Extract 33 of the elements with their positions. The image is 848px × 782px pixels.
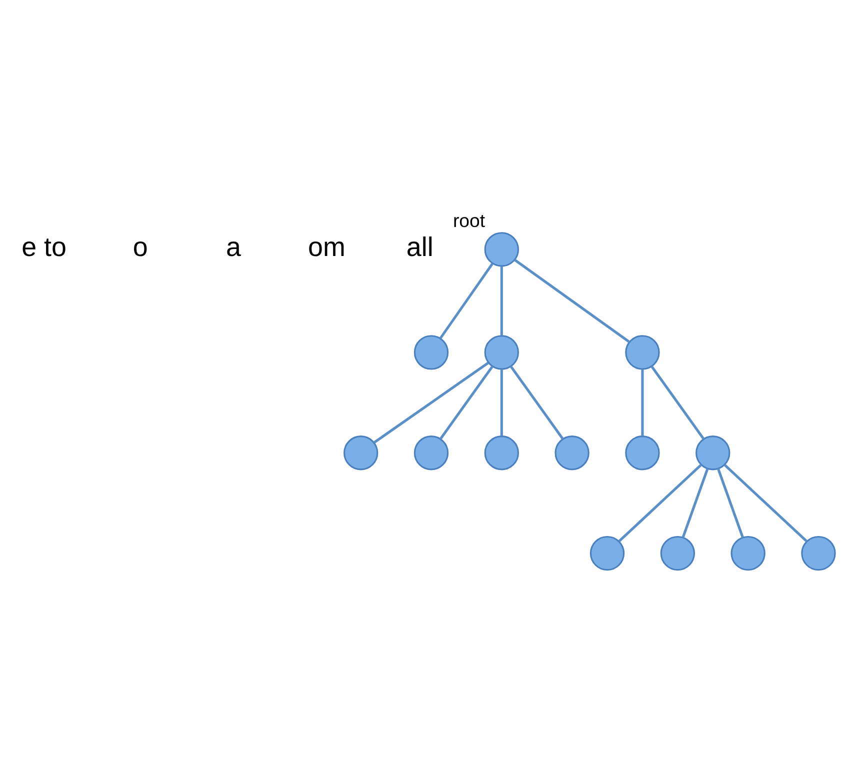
node-label: root <box>452 210 486 232</box>
node-circle <box>414 335 449 370</box>
connector <box>650 366 705 440</box>
connector <box>500 266 503 336</box>
connector <box>439 262 494 339</box>
connector <box>641 369 644 436</box>
connector <box>514 258 630 344</box>
connector <box>439 366 494 440</box>
node-circle <box>625 436 660 470</box>
label: a <box>226 232 241 262</box>
connector <box>717 468 744 538</box>
node-circle <box>484 335 519 370</box>
connector <box>500 369 503 436</box>
connector <box>682 468 709 538</box>
connector <box>724 464 808 542</box>
connector <box>618 464 702 542</box>
label: om <box>308 232 346 262</box>
node-circle <box>414 436 449 470</box>
node-circle <box>484 436 519 470</box>
node-circle <box>696 436 730 470</box>
label: o <box>132 232 148 262</box>
node-circle <box>484 232 519 267</box>
node-circle <box>801 536 836 571</box>
node-circle <box>554 436 590 470</box>
node-circle <box>660 536 695 571</box>
label: e to <box>22 232 66 262</box>
node-circle <box>625 335 660 370</box>
connector <box>373 362 489 444</box>
node-circle <box>730 536 766 571</box>
connector <box>510 366 564 440</box>
label: all <box>406 232 434 262</box>
node-circle <box>344 436 378 470</box>
node-circle <box>590 536 625 571</box>
